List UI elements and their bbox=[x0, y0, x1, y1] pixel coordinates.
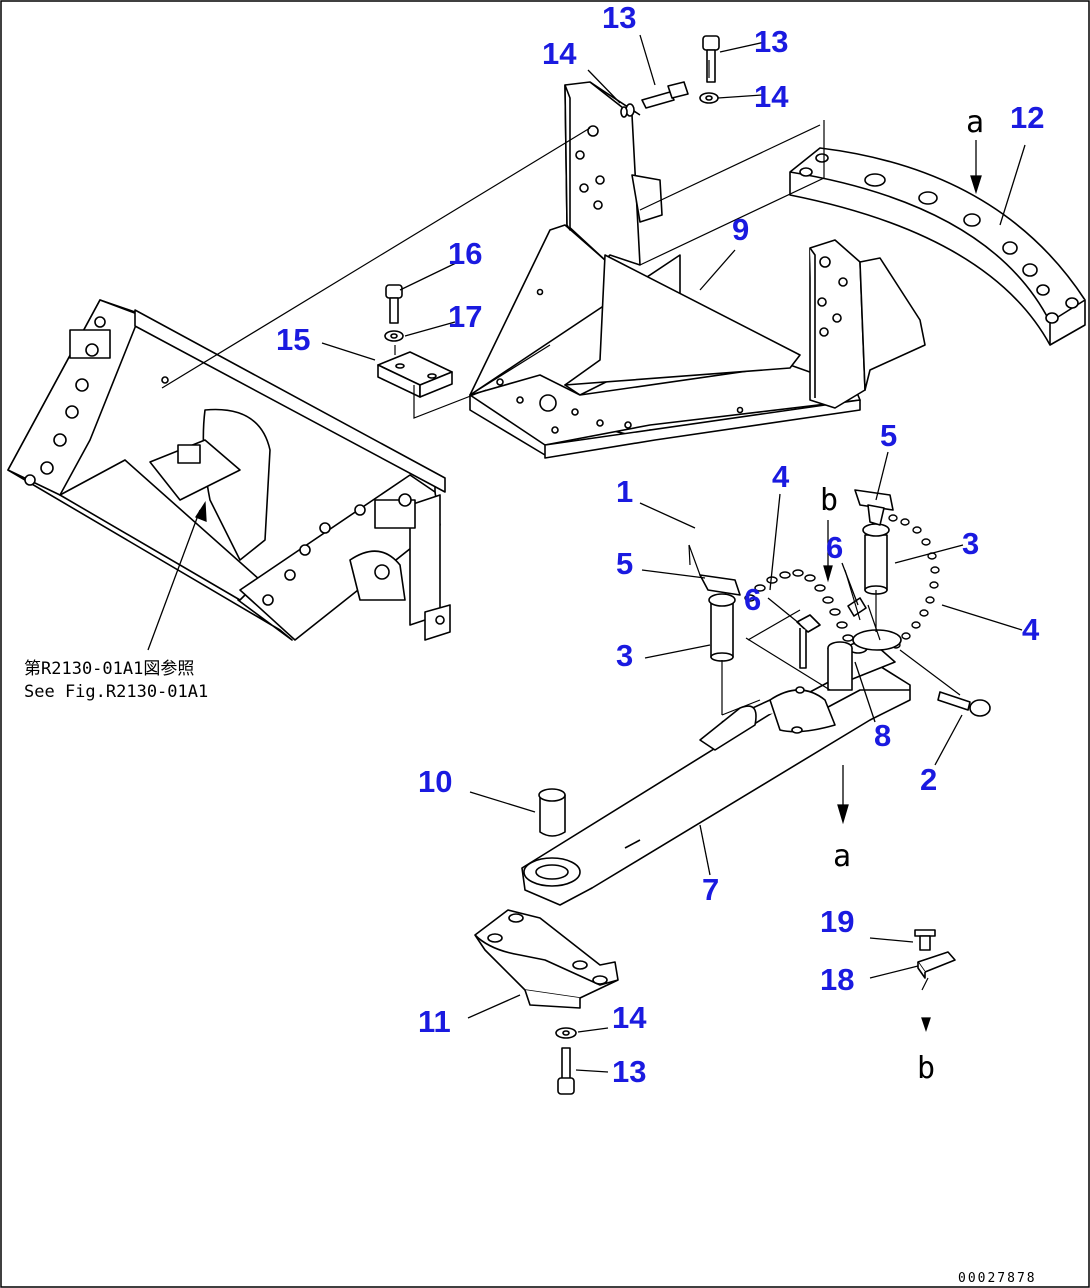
clip-6-left bbox=[796, 614, 821, 669]
callout-6-right: 6 bbox=[826, 530, 843, 565]
callout-15: 15 bbox=[276, 322, 310, 357]
callout-3-left: 3 bbox=[616, 638, 633, 673]
reference-arrows bbox=[147, 140, 982, 1033]
reference-note-en: See Fig.R2130-01A1 bbox=[24, 682, 208, 702]
reference-note: 第R2130-01A1図参照 See Fig.R2130-01A1 bbox=[24, 659, 208, 702]
callout-17: 17 bbox=[448, 299, 482, 334]
callout-6-left: 6 bbox=[744, 582, 761, 617]
bolt-16 bbox=[384, 284, 404, 342]
bottom-washer bbox=[555, 1027, 577, 1039]
callout-12: 12 bbox=[1010, 100, 1044, 135]
callout-11: 11 bbox=[418, 1004, 451, 1039]
top-bolt-horizontal bbox=[620, 81, 689, 118]
callout-4-upper: 4 bbox=[772, 459, 790, 494]
curved-plate bbox=[789, 147, 1086, 346]
alignment-lines bbox=[161, 60, 961, 991]
ref-letter-a-bottom: a bbox=[833, 839, 851, 874]
callout-14-top: 14 bbox=[542, 36, 577, 71]
hitch-bracket bbox=[469, 81, 926, 459]
callout-14-bottom: 14 bbox=[612, 1000, 647, 1035]
ref-letter-b-top: b bbox=[820, 483, 838, 518]
pin-3-left bbox=[699, 574, 741, 662]
callout-13-bottom: 13 bbox=[612, 1054, 646, 1089]
pin-3-right bbox=[854, 489, 894, 595]
bottom-bolt bbox=[557, 1047, 575, 1095]
callout-3-right: 3 bbox=[962, 526, 979, 561]
callout-13-right: 13 bbox=[754, 24, 788, 59]
bolt-2 bbox=[937, 691, 991, 717]
reference-note-jp: 第R2130-01A1図参照 bbox=[24, 659, 194, 679]
callout-2: 2 bbox=[920, 762, 937, 797]
callout-19: 19 bbox=[820, 904, 854, 939]
main-frame bbox=[7, 299, 451, 641]
callout-9: 9 bbox=[732, 212, 749, 247]
ref-letter-a-top: a bbox=[966, 105, 984, 140]
callout-13-top: 13 bbox=[602, 0, 636, 35]
callout-5-right: 5 bbox=[880, 418, 897, 453]
callout-4-lower: 4 bbox=[1022, 612, 1040, 647]
callout-10: 10 bbox=[418, 764, 452, 799]
callout-5-left: 5 bbox=[616, 546, 633, 581]
callout-14-right: 14 bbox=[754, 79, 789, 114]
document-id: 00027878 bbox=[958, 1271, 1037, 1286]
callout-8: 8 bbox=[874, 718, 891, 753]
callout-7: 7 bbox=[702, 872, 719, 907]
plate-18 bbox=[917, 951, 956, 979]
top-bolt-vertical bbox=[699, 35, 720, 104]
callout-18: 18 bbox=[820, 962, 854, 997]
block-15 bbox=[377, 351, 453, 398]
cap-11 bbox=[474, 909, 619, 1009]
pin-10 bbox=[538, 788, 566, 837]
leader-lines bbox=[321, 34, 1026, 1073]
bolt-19 bbox=[914, 929, 936, 951]
reference-letters: a a b b bbox=[820, 105, 984, 1086]
ref-letter-b-bottom: b bbox=[917, 1051, 935, 1086]
callout-1: 1 bbox=[616, 474, 633, 509]
pin-8 bbox=[827, 629, 902, 691]
callout-16: 16 bbox=[448, 236, 482, 271]
callout-numbers: 13 13 14 14 12 9 16 17 15 1 4 5 5 6 6 3 … bbox=[276, 0, 1044, 1089]
chain-4-right bbox=[888, 514, 940, 649]
